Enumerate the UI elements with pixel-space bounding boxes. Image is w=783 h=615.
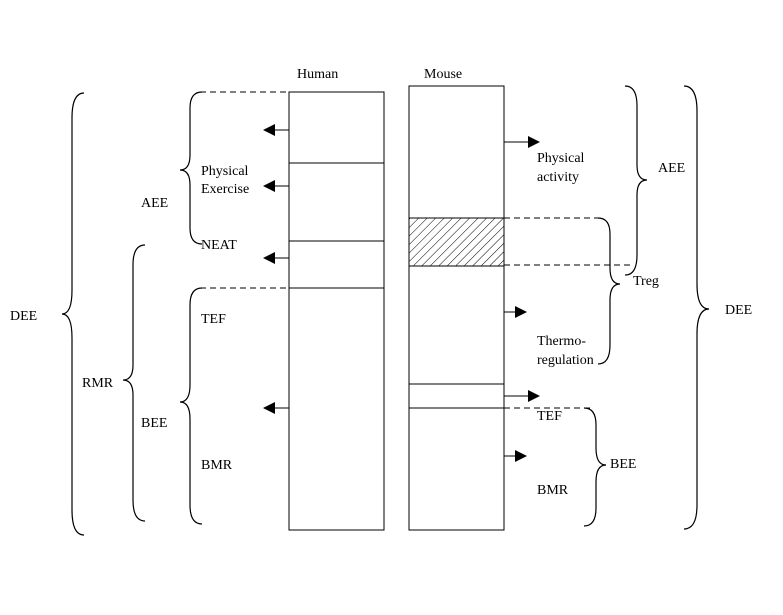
treg-label: Treg bbox=[633, 274, 659, 289]
arrow-left-icon bbox=[263, 252, 289, 264]
arrow-right-icon bbox=[504, 306, 527, 318]
left-aee-label: AEE bbox=[141, 196, 168, 211]
treg-brace bbox=[597, 217, 621, 365]
thermoregulation-label-line2: regulation bbox=[537, 353, 594, 368]
arrow-right-icon bbox=[504, 450, 527, 462]
aee-right-brace bbox=[624, 85, 648, 276]
mouse-arrows bbox=[504, 136, 540, 462]
mouse-column-header: Mouse bbox=[424, 67, 462, 82]
physical-activity-label-line2: activity bbox=[537, 170, 579, 185]
arrow-left-icon bbox=[263, 180, 289, 192]
aee-left-brace bbox=[179, 91, 203, 245]
arrow-right-icon bbox=[504, 136, 540, 148]
bee-left-brace bbox=[179, 287, 203, 525]
arrow-right-icon bbox=[504, 390, 540, 402]
right-bmr-label: BMR bbox=[537, 483, 569, 498]
human-arrows bbox=[263, 124, 289, 414]
dee-left-brace bbox=[61, 92, 85, 536]
physical-exercise-label-line2: Exercise bbox=[201, 182, 249, 197]
right-braces bbox=[583, 85, 710, 530]
dashed-guides bbox=[200, 91, 630, 409]
rmr-label: RMR bbox=[82, 376, 114, 391]
right-tef-label: TEF bbox=[537, 409, 562, 424]
right-bee-label: BEE bbox=[610, 457, 636, 472]
left-dee-label: DEE bbox=[10, 309, 37, 324]
left-braces bbox=[61, 91, 203, 536]
arrow-left-icon bbox=[263, 124, 289, 136]
physical-exercise-label-line1: Physical bbox=[201, 164, 249, 179]
right-dee-label: DEE bbox=[725, 303, 752, 318]
left-bmr-label: BMR bbox=[201, 458, 233, 473]
left-bee-label: BEE bbox=[141, 416, 167, 431]
human-column-header: Human bbox=[297, 67, 338, 82]
right-aee-label: AEE bbox=[658, 161, 685, 176]
dee-right-brace bbox=[683, 85, 710, 530]
bee-right-brace bbox=[583, 407, 607, 527]
physical-activity-label-line1: Physical bbox=[537, 151, 585, 166]
left-tef-label: TEF bbox=[201, 312, 226, 327]
thermoregulation-label-line1: Thermo- bbox=[537, 334, 586, 349]
mouse-column bbox=[408, 85, 505, 531]
human-column bbox=[288, 91, 385, 531]
neat-label: NEAT bbox=[201, 238, 237, 253]
rmr-brace bbox=[122, 244, 146, 522]
mouse-treg-hatched-band bbox=[408, 217, 505, 267]
arrow-left-icon bbox=[263, 402, 289, 414]
